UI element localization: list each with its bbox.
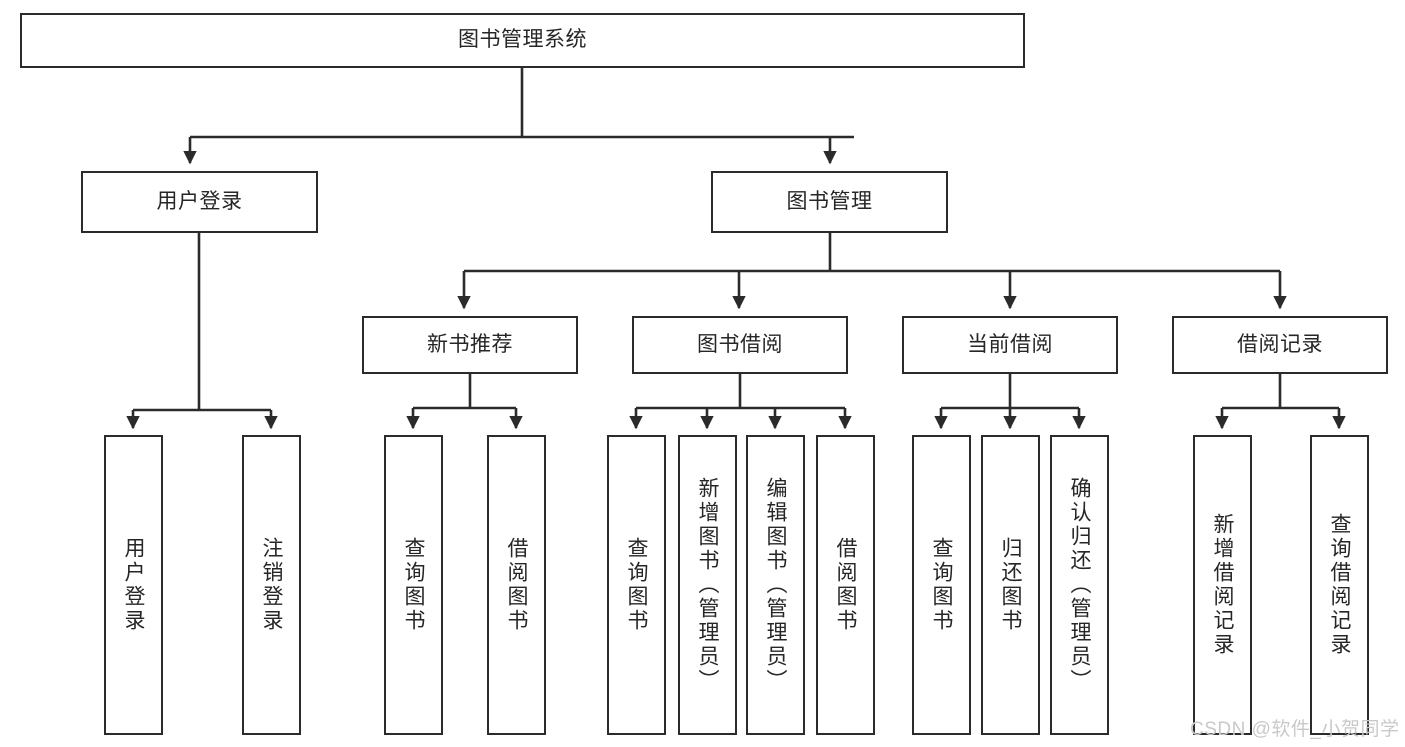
node-book-borrow[interactable]: 图书借阅 [632,316,848,374]
node-label: 当前借阅 [967,332,1053,356]
node-label: 新增借阅记录 [1211,513,1234,657]
node-user-login[interactable]: 用户登录 [81,171,318,233]
node-label: 借阅图书 [505,537,528,633]
node-label: 图书管理系统 [458,28,587,52]
csdn-watermark: CSDN @软件_小贺同学 [1190,719,1400,740]
node-label: 查询借阅记录 [1328,513,1351,657]
node-new-book-recommend[interactable]: 新书推荐 [362,316,578,374]
node-root-system[interactable]: 图书管理系统 [20,13,1025,68]
node-label: 用户登录 [156,189,243,213]
node-label: 编辑图书（管理员） [764,477,787,693]
leaf-current-confirm-return-admin[interactable]: 确认归还（管理员） [1050,435,1109,735]
node-label: 确认归还（管理员） [1068,477,1091,693]
node-label: 图书借阅 [697,332,783,356]
leaf-borrow-add-book-admin[interactable]: 新增图书（管理员） [678,435,737,735]
node-label: 查询图书 [930,537,953,633]
node-label: 新书推荐 [427,332,513,356]
leaf-recommend-borrow-book[interactable]: 借阅图书 [487,435,546,735]
leaf-recommend-query-book[interactable]: 查询图书 [384,435,443,735]
node-label: 归还图书 [999,537,1022,633]
node-label: 注销登录 [260,537,283,633]
node-label: 借阅图书 [834,537,857,633]
leaf-record-query-record[interactable]: 查询借阅记录 [1310,435,1369,735]
node-label: 新增图书（管理员） [696,477,719,693]
leaf-current-return-book[interactable]: 归还图书 [981,435,1040,735]
leaf-user-logout[interactable]: 注销登录 [242,435,301,735]
node-label: 查询图书 [402,537,425,633]
node-current-borrow[interactable]: 当前借阅 [902,316,1118,374]
node-label: 借阅记录 [1237,332,1323,356]
leaf-borrow-edit-book-admin[interactable]: 编辑图书（管理员） [746,435,805,735]
node-label: 查询图书 [625,537,648,633]
leaf-current-query-book[interactable]: 查询图书 [912,435,971,735]
node-label: 图书管理 [786,189,873,213]
node-book-management[interactable]: 图书管理 [711,171,948,233]
node-borrow-record[interactable]: 借阅记录 [1172,316,1388,374]
node-label: 用户登录 [122,537,145,633]
leaf-borrow-query-book[interactable]: 查询图书 [607,435,666,735]
leaf-record-add-record[interactable]: 新增借阅记录 [1193,435,1252,735]
leaf-borrow-borrow-book[interactable]: 借阅图书 [816,435,875,735]
leaf-user-login[interactable]: 用户登录 [104,435,163,735]
